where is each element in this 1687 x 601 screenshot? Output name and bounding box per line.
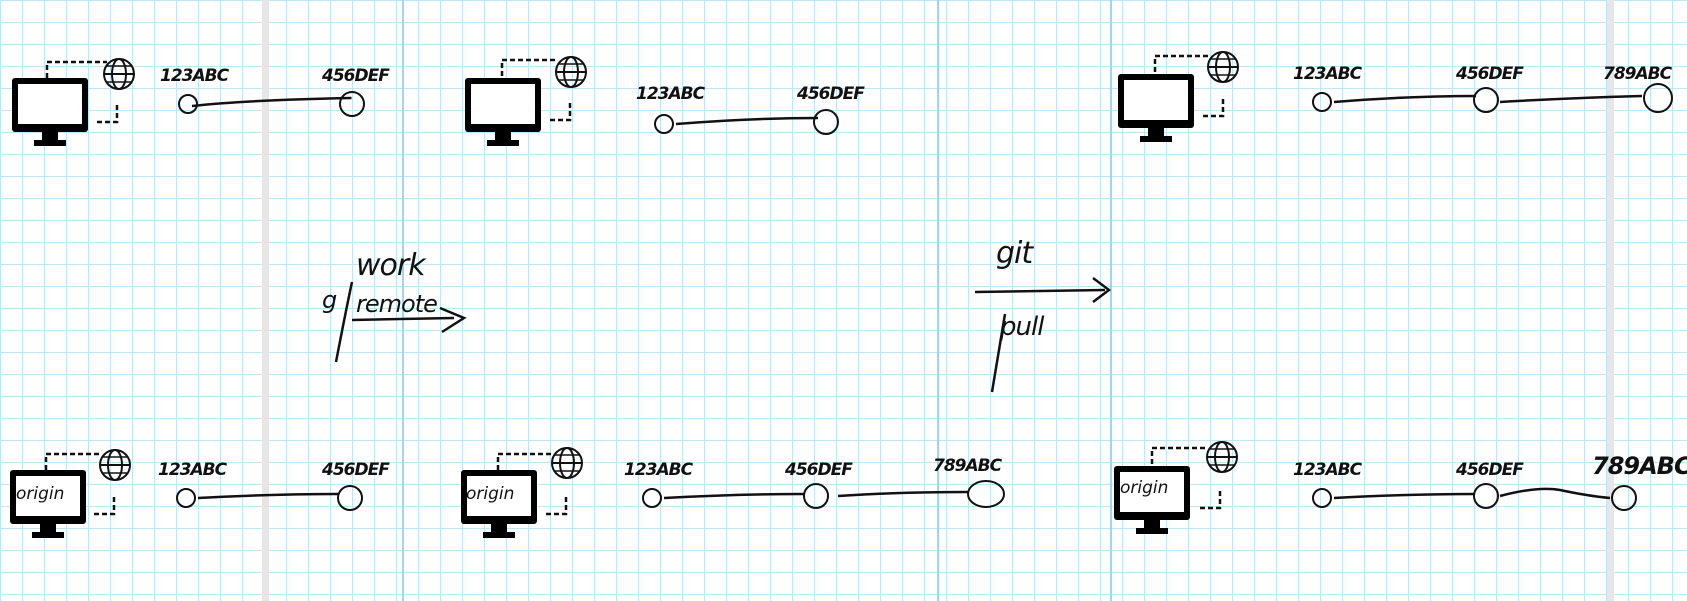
commit-node-2 <box>337 485 363 511</box>
annotation-git: git <box>996 236 1033 271</box>
annotation-work: work <box>356 248 426 283</box>
commit-node-3 <box>1643 83 1673 113</box>
commit-label-1: 123ABC <box>624 460 693 480</box>
globe-icon <box>1207 51 1239 83</box>
commit-label-3: 789ABC <box>1592 452 1687 480</box>
commit-chain <box>176 485 363 511</box>
commit-chain <box>1312 483 1637 511</box>
commit-label-1: 123ABC <box>636 84 705 104</box>
commit-label-2: 456DEF <box>797 84 865 104</box>
commit-label-3: 789ABC <box>1603 64 1672 84</box>
commit-label-2: 456DEF <box>322 66 390 86</box>
annotation-remote: remote <box>356 290 438 318</box>
monitor-label: origin <box>1120 478 1169 498</box>
connection-dashes <box>1153 54 1225 118</box>
commit-node-2 <box>1473 483 1499 509</box>
commit-label-1: 123ABC <box>1293 460 1362 480</box>
commit-chain <box>1312 83 1673 113</box>
commit-node-1 <box>654 114 674 134</box>
globe-icon <box>99 449 131 481</box>
commit-label-1: 123ABC <box>158 460 227 480</box>
commit-node-1 <box>1312 92 1332 112</box>
monitor-icon <box>461 470 537 538</box>
monitor-icon <box>465 78 541 146</box>
page-divider <box>937 0 939 601</box>
commit-node-1 <box>1312 488 1332 508</box>
connection-dashes <box>45 60 119 124</box>
monitor-icon <box>10 470 86 538</box>
page-divider <box>402 0 404 601</box>
commit-node-1 <box>642 488 662 508</box>
commit-label-3: 789ABC <box>933 456 1002 476</box>
page-divider <box>262 0 269 601</box>
commit-node-2 <box>1473 87 1499 113</box>
connection-dashes <box>1150 446 1222 510</box>
commit-label-2: 456DEF <box>1456 64 1524 84</box>
commit-node-3 <box>967 480 1005 508</box>
commit-label-2: 456DEF <box>322 460 390 480</box>
commit-chain <box>178 91 365 117</box>
commit-node-1 <box>176 488 196 508</box>
commit-label-1: 123ABC <box>1293 64 1362 84</box>
page-divider <box>1607 0 1614 601</box>
commit-chain <box>642 480 1005 509</box>
monitor-icon <box>1118 74 1194 142</box>
annotation-prefix: g <box>322 286 337 314</box>
commit-label-2: 456DEF <box>785 460 853 480</box>
connection-dashes <box>44 452 116 516</box>
page-divider <box>1110 0 1112 601</box>
globe-icon <box>555 56 587 88</box>
push-arrow <box>334 281 467 363</box>
commit-node-3 <box>1611 485 1637 511</box>
globe-icon <box>1206 441 1238 473</box>
globe-icon <box>551 447 583 479</box>
commit-chain <box>654 109 839 135</box>
monitor-icon <box>1114 466 1190 534</box>
commit-label-2: 456DEF <box>1456 460 1524 480</box>
monitor-label: origin <box>466 484 515 504</box>
globe-icon <box>103 58 135 90</box>
connection-dashes <box>496 452 568 516</box>
monitor-icon <box>12 78 88 146</box>
commit-label-1: 123ABC <box>160 66 229 86</box>
connection-dashes <box>500 58 572 122</box>
monitor-label: origin <box>16 484 65 504</box>
annotation-pull: pull <box>1000 312 1044 342</box>
commit-node-2 <box>339 91 365 117</box>
commit-node-1 <box>178 94 198 114</box>
pull-arrow <box>974 277 1112 393</box>
commit-node-2 <box>803 483 829 509</box>
commit-node-2 <box>813 109 839 135</box>
